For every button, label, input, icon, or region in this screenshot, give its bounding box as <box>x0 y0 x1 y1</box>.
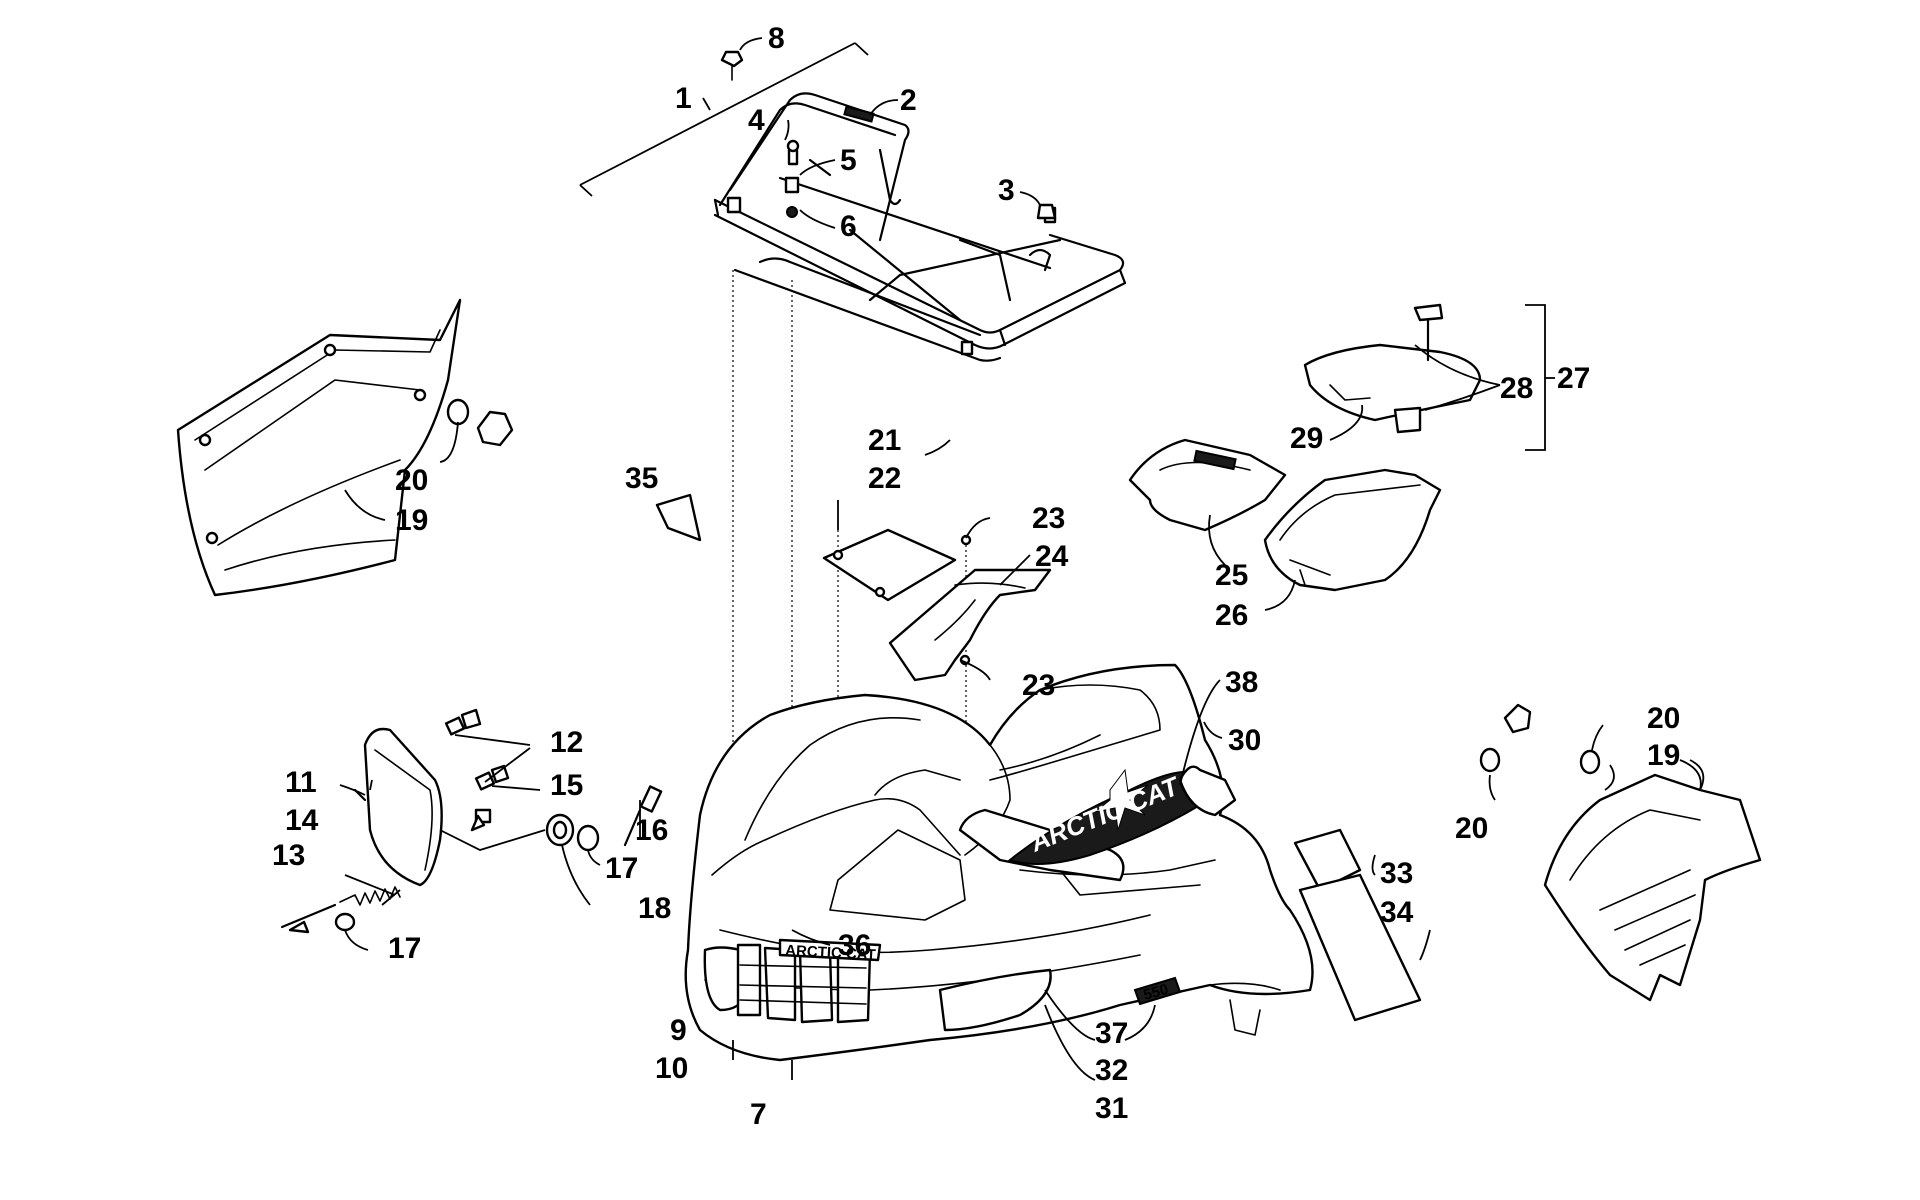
callout-1: 1 <box>675 82 692 115</box>
front-rack <box>713 92 1127 362</box>
callout-23a: 23 <box>1032 502 1065 535</box>
assembly-bracket-1 <box>579 42 869 197</box>
callout-22: 22 <box>868 462 901 495</box>
model-badge: 550 <box>1142 981 1171 1004</box>
grille-logo: ARCTIC CAT <box>785 942 876 964</box>
storage-lid <box>1303 303 1482 434</box>
leader-lines <box>339 37 1705 1081</box>
callout-15: 15 <box>550 769 583 802</box>
callout-31: 31 <box>1095 1092 1128 1125</box>
callout-labels: 1 2 3 4 5 6 7 8 9 10 11 12 13 14 15 16 1… <box>272 22 1680 1131</box>
callout-19b: 19 <box>1647 739 1680 772</box>
callout-5: 5 <box>840 144 857 177</box>
left-side-panel <box>176 298 462 597</box>
callout-2: 2 <box>900 84 917 117</box>
callout-32: 32 <box>1095 1054 1128 1087</box>
callout-27: 27 <box>1557 362 1590 395</box>
callout-11: 11 <box>285 766 317 799</box>
left-panel-fastener <box>446 398 514 447</box>
decal-sheets-33-34 <box>1293 828 1422 1022</box>
callout-7: 7 <box>750 1098 767 1131</box>
callout-9: 9 <box>670 1014 687 1047</box>
rack-hardware <box>720 50 1057 220</box>
callout-6: 6 <box>840 210 857 243</box>
headlight-assembly <box>353 727 443 887</box>
callout-35: 35 <box>625 462 658 495</box>
callout-12: 12 <box>550 726 583 759</box>
callout-8: 8 <box>768 22 785 55</box>
headlight-hardware <box>280 708 663 934</box>
callout-33: 33 <box>1380 857 1413 890</box>
front-grille: ARCTIC CAT <box>736 938 882 1024</box>
callout-36: 36 <box>838 929 871 962</box>
fender-clip <box>1178 765 1237 817</box>
callout-19a: 19 <box>395 504 428 537</box>
callout-26: 26 <box>1215 599 1248 632</box>
callout-23b: 23 <box>1022 669 1055 702</box>
side-badge: 550 <box>1133 976 1182 1006</box>
callout-24: 24 <box>1035 540 1069 573</box>
callout-21: 21 <box>868 424 901 457</box>
callout-13: 13 <box>272 839 305 872</box>
callout-38: 38 <box>1225 666 1258 699</box>
headlight-leader-lines <box>344 829 546 906</box>
right-panel-fasteners <box>1479 703 1601 775</box>
access-panel <box>822 528 957 602</box>
assembly-bracket-27 <box>1525 304 1555 451</box>
callout-20a: 20 <box>395 464 428 497</box>
callout-20c: 20 <box>1455 812 1488 845</box>
callout-10: 10 <box>655 1052 688 1085</box>
callout-3: 3 <box>998 174 1015 207</box>
callout-30: 30 <box>1228 724 1261 757</box>
callout-17a: 17 <box>605 852 638 885</box>
callout-34: 34 <box>1380 896 1414 929</box>
callout-28: 28 <box>1500 372 1533 405</box>
callout-4: 4 <box>748 104 765 137</box>
callout-20b: 20 <box>1647 702 1680 735</box>
callout-16: 16 <box>635 814 668 847</box>
callout-14: 14 <box>285 804 319 837</box>
storage-tray <box>1128 438 1287 532</box>
right-side-panel <box>1543 773 1762 1002</box>
storage-box <box>1263 468 1442 592</box>
callout-37: 37 <box>1095 1017 1128 1050</box>
decal-sheet-35 <box>655 493 702 542</box>
callout-18: 18 <box>638 892 671 925</box>
callout-17b: 17 <box>388 932 421 965</box>
callout-29: 29 <box>1290 422 1323 455</box>
callout-25: 25 <box>1215 559 1248 592</box>
